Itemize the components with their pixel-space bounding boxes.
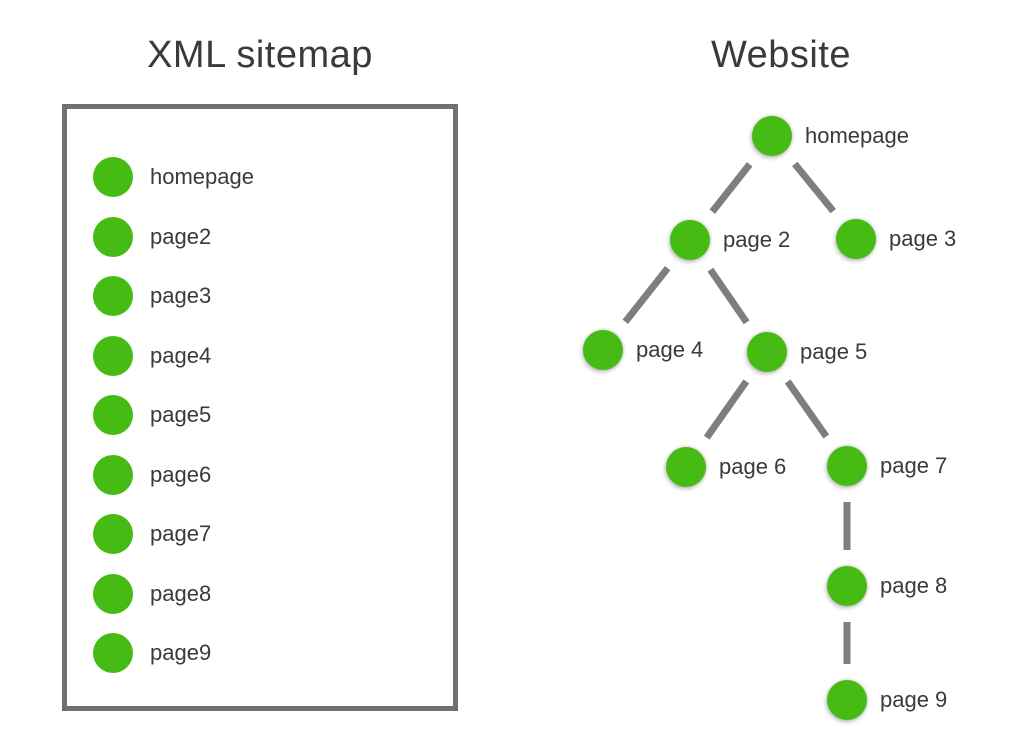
page-dot-icon bbox=[93, 335, 133, 376]
tree-edge-page5-page6 bbox=[703, 379, 750, 440]
tree-node-label-page5: page 5 bbox=[800, 339, 868, 364]
tree-edge-page2-page5 bbox=[707, 267, 750, 325]
sitemap-item-page6: page6 bbox=[93, 454, 211, 496]
xml-sitemap-title: XML sitemap bbox=[147, 34, 373, 76]
tree-edge-page2-page4 bbox=[622, 266, 671, 324]
tree-node-label-page7: page 7 bbox=[880, 453, 948, 478]
sitemap-item-label: homepage bbox=[150, 164, 254, 189]
sitemap-item-page4: page4 bbox=[93, 335, 211, 377]
sitemap-item-label: page4 bbox=[150, 342, 212, 368]
sitemap-item-homepage: homepage bbox=[93, 156, 254, 198]
tree-node-page3 bbox=[836, 219, 876, 259]
tree-edge-homepage-page2 bbox=[709, 162, 753, 214]
tree-node-label-homepage: homepage bbox=[805, 123, 909, 148]
page-dot-icon bbox=[93, 573, 133, 614]
tree-node-label-page6: page 6 bbox=[719, 454, 787, 479]
sitemap-item-label: page7 bbox=[150, 521, 212, 546]
website-title: Website bbox=[710, 34, 852, 76]
sitemap-item-page3: page3 bbox=[93, 275, 211, 317]
sitemap-item-label: page3 bbox=[150, 283, 212, 308]
sitemap-item-label: page2 bbox=[150, 223, 212, 249]
tree-edge-homepage-page3 bbox=[792, 161, 836, 214]
sitemap-item-page8: page8 bbox=[93, 573, 211, 615]
tree-node-page2 bbox=[670, 220, 710, 260]
page-dot-icon bbox=[93, 157, 133, 197]
page-dot-icon bbox=[93, 454, 133, 495]
tree-node-page8 bbox=[827, 566, 867, 606]
sitemap-item-page7: page7 bbox=[93, 513, 211, 555]
sitemap-item-label: page6 bbox=[150, 461, 212, 487]
page-dot-icon bbox=[93, 276, 133, 316]
sitemap-item-page5: page5 bbox=[93, 394, 211, 436]
tree-node-homepage bbox=[752, 116, 792, 156]
tree-node-page4 bbox=[583, 330, 623, 370]
tree-node-page9 bbox=[827, 680, 867, 720]
tree-node-label-page8: page 8 bbox=[880, 573, 948, 598]
sitemap-item-label: page9 bbox=[150, 640, 212, 665]
tree-node-page7 bbox=[827, 446, 867, 486]
sitemap-item-page2: page2 bbox=[93, 216, 211, 258]
tree-edge-page5-page7 bbox=[784, 379, 830, 439]
page-dot-icon bbox=[93, 514, 133, 554]
tree-node-page5 bbox=[747, 332, 787, 372]
page-dot-icon bbox=[93, 633, 133, 673]
tree-node-label-page3: page 3 bbox=[889, 226, 957, 251]
sitemap-item-label: page5 bbox=[150, 402, 212, 427]
tree-node-label-page2: page 2 bbox=[723, 227, 791, 252]
sitemap-item-label: page8 bbox=[150, 580, 212, 606]
tree-node-page6 bbox=[666, 447, 706, 487]
page-dot-icon bbox=[93, 216, 133, 257]
tree-node-label-page4: page 4 bbox=[636, 337, 704, 362]
page-dot-icon bbox=[93, 395, 133, 435]
sitemap-item-page9: page9 bbox=[93, 632, 211, 674]
tree-node-label-page9: page 9 bbox=[880, 687, 948, 712]
